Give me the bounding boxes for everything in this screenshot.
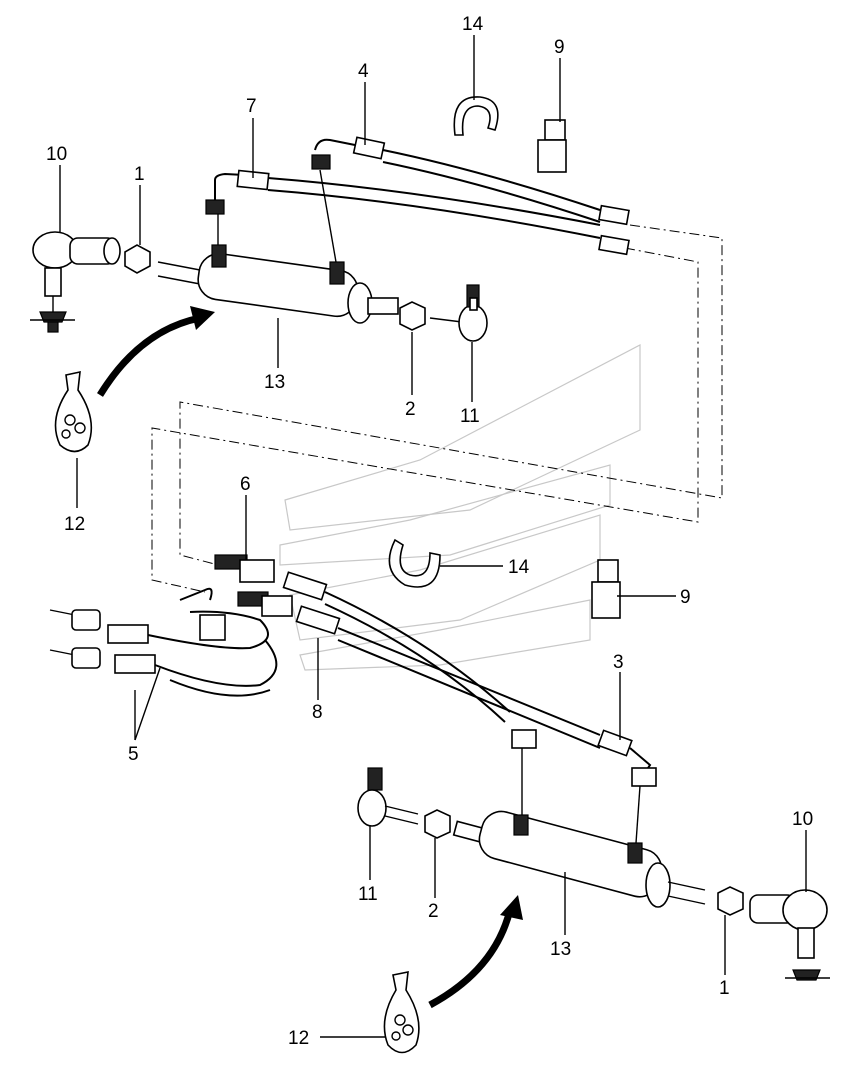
label-4: 4 <box>358 61 369 82</box>
label-3: 3 <box>613 652 624 673</box>
parts-bag-top <box>54 370 93 453</box>
label-13-top: 13 <box>264 372 285 393</box>
tie-rod-end-bottom-left <box>357 767 419 827</box>
tie-rod-end-bottom-right <box>749 889 830 981</box>
tie-rod-end-top-right <box>429 284 488 342</box>
bottom-assembly <box>49 538 830 1054</box>
label-14-top: 14 <box>462 14 484 35</box>
label-14-bottom: 14 <box>508 557 530 578</box>
label-11-bottom: 11 <box>358 884 378 905</box>
label-1-top: 1 <box>134 164 145 185</box>
label-10-top: 10 <box>46 144 67 165</box>
bracket-bottom <box>591 559 621 619</box>
label-10-bottom: 10 <box>792 809 813 830</box>
label-2-top: 2 <box>405 399 416 420</box>
leader-lines <box>59 35 807 1038</box>
label-1-bottom: 1 <box>719 978 730 999</box>
label-9-bottom: 9 <box>680 587 691 608</box>
parts-bag-bottom <box>383 971 420 1054</box>
label-12-top: 12 <box>64 514 85 535</box>
nut-bottom-left <box>424 809 451 839</box>
label-12-bottom: 12 <box>288 1028 309 1049</box>
label-13-bottom: 13 <box>550 939 571 960</box>
label-11-top: 11 <box>460 406 480 427</box>
hoses-bottom <box>282 571 657 844</box>
hose-clamp-top <box>453 96 499 136</box>
nut-top-right <box>399 301 426 331</box>
label-6: 6 <box>240 474 251 495</box>
label-8: 8 <box>312 702 323 723</box>
steering-cylinder-top <box>157 244 399 324</box>
steering-cylinder-bottom <box>452 810 706 908</box>
fittings-6 <box>214 554 293 617</box>
hose-assembly-5 <box>49 587 278 697</box>
hose-clamp-bottom <box>388 538 441 588</box>
tie-rod-end-top-left <box>30 231 121 333</box>
bracket-top <box>537 119 567 173</box>
label-7: 7 <box>246 96 257 117</box>
top-assembly <box>30 96 630 453</box>
label-2-bottom: 2 <box>428 901 439 922</box>
hoses-top <box>205 136 630 263</box>
label-9-top: 9 <box>554 37 565 58</box>
arrow-bottom <box>428 909 514 1009</box>
connection-lines <box>151 224 723 593</box>
callout-labels: 1 10 7 4 14 9 13 2 11 12 6 14 9 3 8 5 11… <box>46 14 813 1049</box>
label-5: 5 <box>128 744 139 765</box>
nut-bottom-right <box>717 886 744 916</box>
arrow-top <box>97 314 201 397</box>
nut-top-left <box>124 244 151 274</box>
